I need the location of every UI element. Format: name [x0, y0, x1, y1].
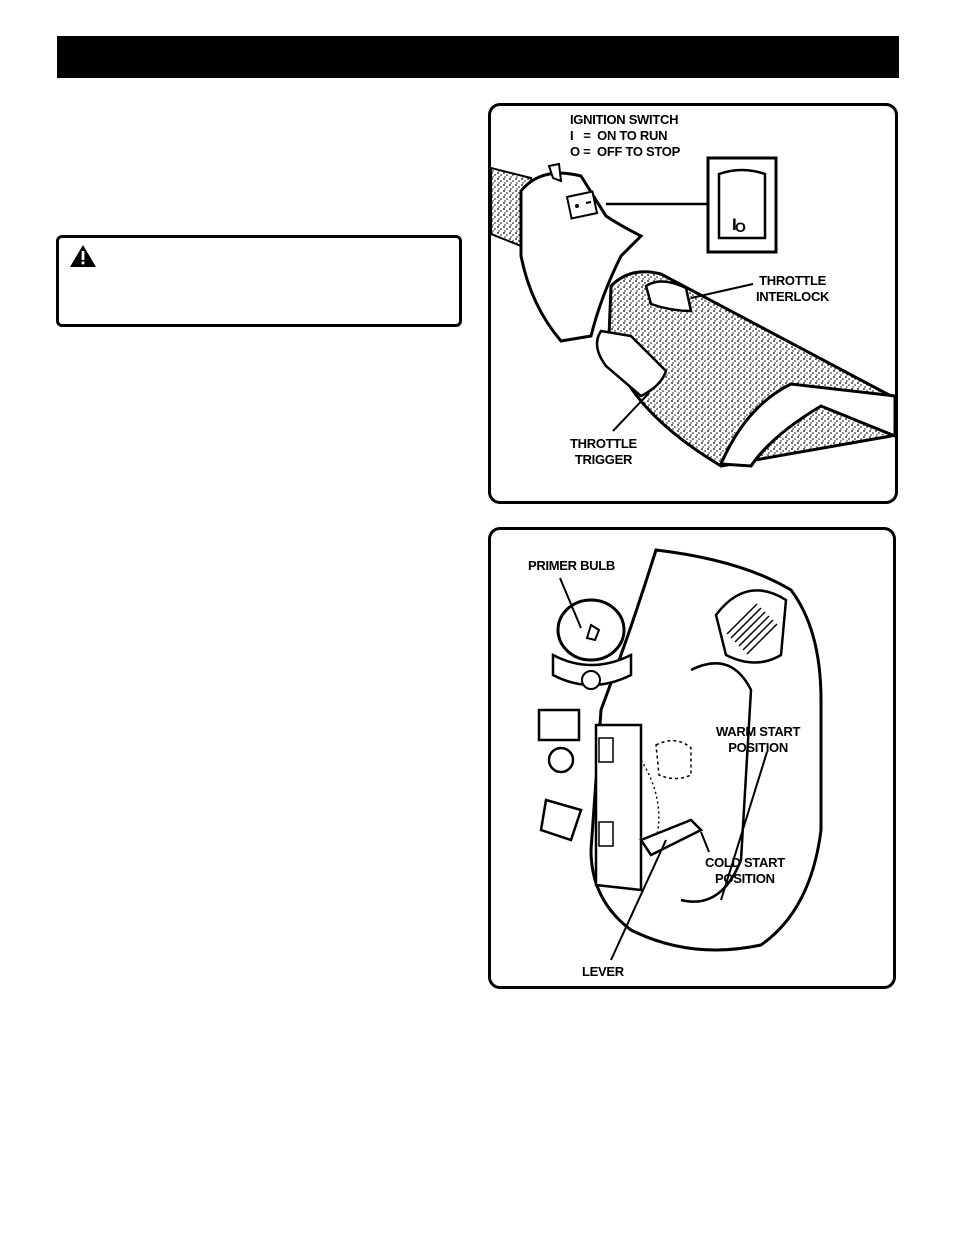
- ignition-switch-label: IGNITION SWITCH I = ON TO RUN O = OFF TO…: [570, 112, 680, 160]
- warm-start-label: WARM START POSITION: [716, 724, 800, 756]
- throttle-trigger-label: THROTTLE TRIGGER: [570, 436, 637, 468]
- primer-bulb-label: PRIMER BULB: [528, 558, 615, 573]
- cold-start-line2: POSITION: [715, 871, 775, 886]
- switch-on-symbol: I: [732, 215, 737, 234]
- switch-off-symbol: O: [735, 219, 746, 235]
- lever-label: LEVER: [582, 964, 624, 979]
- ignition-on-text: I = ON TO RUN: [570, 128, 668, 143]
- ignition-off-text: O = OFF TO STOP: [570, 144, 680, 159]
- cold-start-line1: COLD START: [705, 855, 785, 870]
- engine-cover-illustration: [537, 548, 823, 961]
- warm-start-line2: POSITION: [728, 740, 788, 755]
- throttle-trigger-line1: THROTTLE: [570, 436, 637, 451]
- warning-triangle-icon: [70, 245, 96, 267]
- warning-box: [56, 235, 462, 327]
- warm-start-line1: WARM START: [716, 724, 801, 739]
- throttle-interlock-line1: THROTTLE: [759, 273, 827, 288]
- ignition-switch-title: IGNITION SWITCH: [570, 112, 679, 127]
- throttle-interlock-line2: INTERLOCK: [756, 289, 830, 304]
- figure-primer-choke: PRIMER BULB WARM START POSITION COLD STA…: [488, 527, 896, 989]
- section-header-bar: [57, 36, 899, 78]
- cold-start-label: COLD START POSITION: [705, 855, 785, 887]
- figure-ignition-handle: I O IGNITION SWITCH I = ON TO RUN O = OF…: [488, 103, 898, 504]
- handle-illustration: [491, 156, 895, 468]
- throttle-interlock-label: THROTTLE INTERLOCK: [756, 273, 829, 305]
- throttle-trigger-line2: TRIGGER: [574, 452, 633, 467]
